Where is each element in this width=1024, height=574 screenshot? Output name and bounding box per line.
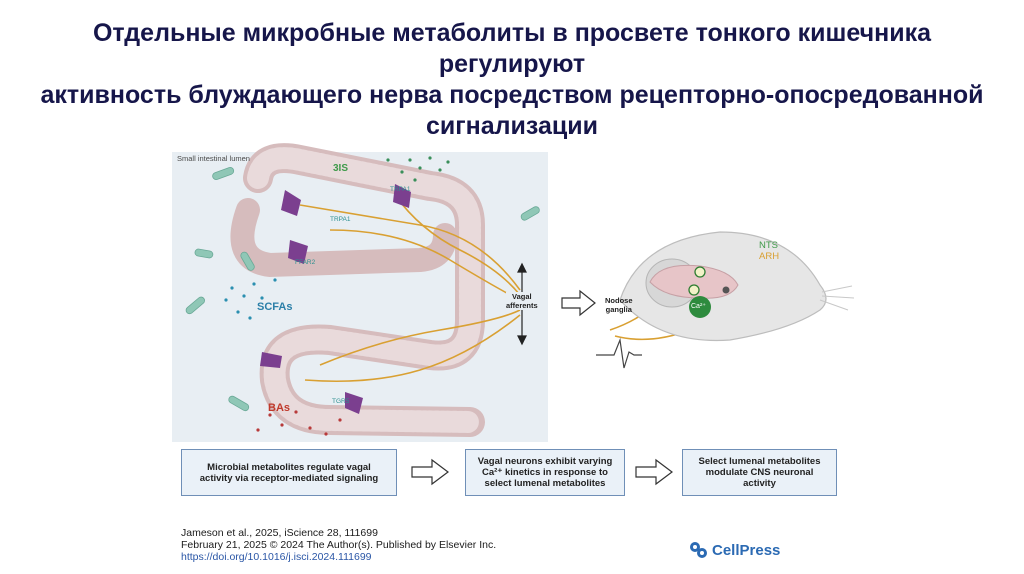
lumen-label: Small intestinal lumen [177, 154, 250, 163]
vagal-afferents-line-2: afferents [506, 301, 538, 310]
receptor-cells [260, 184, 411, 414]
vagal-nerve-fibers [299, 194, 701, 383]
title-line-3: сигнализации [425, 112, 599, 140]
bacteria-icons [185, 167, 540, 412]
cellpress-logo-text: CellPress [712, 541, 781, 559]
flow-step-3: Select lumenal metabolites modulate CNS … [682, 449, 837, 496]
title-line-1: Отдельные микробные метаболиты в просвет… [92, 19, 932, 78]
citation-line-2: February 21, 2025 © 2024 The Author(s). … [181, 539, 497, 551]
citation-block: Jameson et al., 2025, iScience 28, 11169… [181, 527, 496, 563]
receptor-trpa1-top: TRPA1 [390, 186, 411, 193]
metabolite-bas-label: BAs [268, 402, 291, 414]
cellpress-logo-icon [690, 542, 707, 558]
vagal-afferents-label: Vagal afferents [506, 292, 538, 310]
metabolite-scfas-label: SCFAs [257, 301, 293, 313]
receptor-ffar2: FFAR2 [295, 259, 316, 266]
arrow-to-nodose [561, 289, 596, 317]
metabolite-dots [224, 156, 450, 436]
citation-line-1: Jameson et al., 2025, iScience 28, 11169… [181, 527, 378, 539]
calcium-label: Ca²⁺ [691, 303, 706, 310]
receptor-tgr5: TGR5 [332, 398, 350, 405]
slide-title: Отдельные микробные метаболиты в просвет… [20, 18, 1004, 142]
flow-step-2: Vagal neurons exhibit varying Ca²⁺ kinet… [465, 449, 625, 496]
nts-label: NTS [759, 240, 778, 251]
flow-arrow-1 [411, 458, 449, 486]
arh-label: ARH [759, 251, 780, 262]
nodose-line-1: Nodose [605, 296, 633, 305]
neuron-activity-trace [596, 337, 642, 369]
nodose-line-2: ganglia [605, 305, 632, 314]
receptor-trpa1-mid: TRPA1 [330, 216, 351, 223]
vagal-afferents-line-1: Vagal [506, 292, 538, 301]
nodose-ganglia-label: Nodose ganglia [605, 296, 633, 314]
metabolite-3is-label: 3IS [333, 163, 349, 174]
cellpress-logo: CellPress [688, 540, 780, 560]
intestinal-wall [230, 143, 485, 437]
citation-doi-link[interactable]: https://doi.org/10.1016/j.isci.2024.1116… [181, 551, 372, 563]
calcium-indicator [689, 296, 711, 318]
mouse-head-illustration [619, 231, 855, 342]
intestine-panel [172, 152, 548, 442]
flow-step-1: Microbial metabolites regulate vagal act… [181, 449, 397, 496]
title-line-2: активность блуждающего нерва посредством… [40, 81, 984, 109]
flow-arrow-2 [635, 458, 673, 486]
